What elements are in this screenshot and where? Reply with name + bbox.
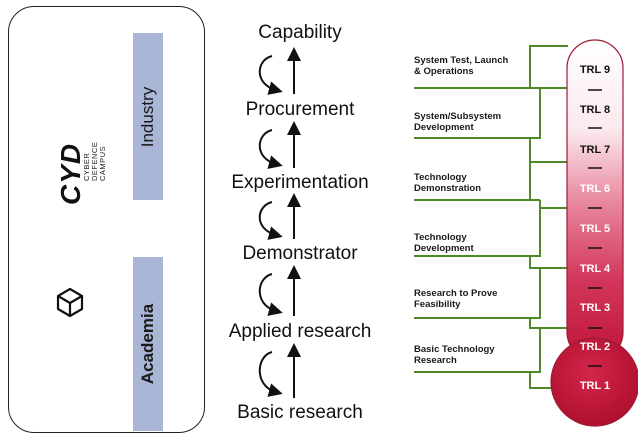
- trl-level-7: TRL 7: [579, 144, 611, 156]
- ladder-step-applied-research: Applied research: [228, 321, 372, 342]
- trl-desc-line: System Test, Launch: [414, 55, 509, 66]
- cube-logo-icon: [56, 287, 84, 318]
- ladder-step-procurement: Procurement: [245, 99, 355, 120]
- thermometer-bulb: [550, 337, 638, 427]
- trl-level-6: TRL 6: [579, 183, 611, 195]
- trl-level-5: TRL 5: [579, 223, 611, 235]
- academia-band: Academia: [133, 257, 163, 431]
- campus-panel: Industry Academia CYD CYBER DEFENCE CAMP…: [8, 6, 205, 433]
- trl-desc-line: Feasibility: [414, 299, 461, 310]
- industry-band: Industry: [133, 33, 163, 200]
- trl-level-2: TRL 2: [579, 341, 611, 353]
- ladder-step-experimentation: Experimentation: [231, 172, 369, 193]
- trl-desc-system-test: System Test, Launch: [414, 55, 508, 66]
- trl-desc-line: Development: [414, 122, 474, 133]
- trl-level-8: TRL 8: [579, 104, 611, 116]
- ladder-step-capability: Capability: [258, 22, 342, 43]
- trl-level-4: TRL 4: [579, 263, 611, 275]
- ladder-arrow-pair: [258, 47, 301, 95]
- ladder-arrow-pair: [258, 343, 301, 398]
- trl-desc-line: Technology: [414, 232, 467, 243]
- trl-level-3: TRL 3: [579, 302, 611, 314]
- ladder-arrow-pair: [258, 265, 301, 316]
- trl-desc-line: Development: [414, 243, 474, 254]
- trl-level-9: TRL 9: [579, 64, 611, 76]
- trl-desc-line: Demonstration: [414, 183, 482, 194]
- trl-bracket-lines: [414, 45, 568, 389]
- ladder-arrow-pair: [258, 193, 301, 240]
- ladder-arrow-pair: [258, 121, 301, 169]
- thermometer-ticks: [588, 89, 602, 367]
- trl-desc-system-test-2: & Operations: [414, 66, 474, 77]
- trl-level-1: TRL 1: [579, 380, 611, 392]
- trl-desc-line: Research to Prove: [414, 288, 498, 299]
- ladder-step-basic-research: Basic research: [237, 402, 363, 423]
- trl-desc-line: Basic Technology: [414, 344, 495, 355]
- trl-desc-line: System/Subsystem: [414, 111, 502, 122]
- ladder-step-demonstrator: Demonstrator: [242, 243, 358, 264]
- cyd-logo: CYD CYBER DEFENCE CAMPUS: [53, 135, 107, 318]
- trl-desc-line: Research: [414, 355, 457, 366]
- trl-desc-line: Technology: [414, 172, 467, 183]
- trl-desc-line: & Operations: [414, 66, 474, 77]
